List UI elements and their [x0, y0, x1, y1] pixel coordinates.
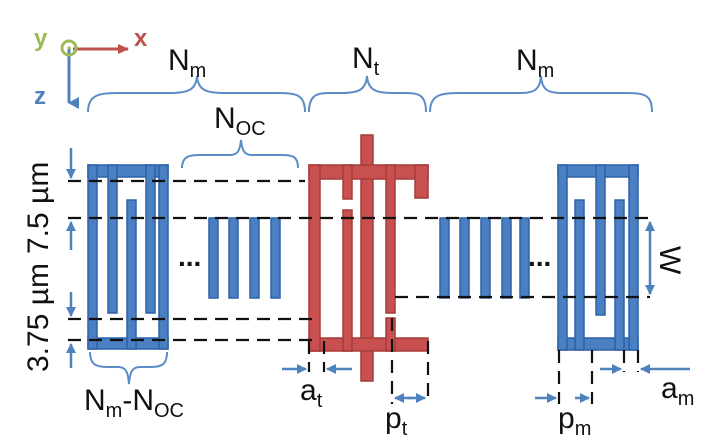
red-transducer: [308, 134, 429, 382]
left-comb-finger: [87, 164, 98, 350]
dim-bottom-label: 3.75 µm: [22, 263, 55, 372]
noc-finger: [228, 217, 239, 299]
brace-noc: [181, 139, 299, 169]
nt-label: Nt: [352, 42, 380, 80]
nm-noc-label: Nm-NOC: [84, 384, 184, 422]
noc-finger: [208, 217, 219, 299]
coordinate-axes: y x z: [34, 25, 148, 110]
ellipsis-right: ...: [528, 241, 551, 272]
brace-nt: [308, 75, 427, 113]
left-comb-finger: [158, 164, 169, 350]
transducer-finger: [342, 164, 353, 200]
right-finger: [501, 217, 512, 299]
axis-x-label: x: [134, 25, 148, 52]
transducer-center-bar: [360, 134, 374, 382]
transducer-bottom-busbar: [308, 337, 429, 352]
w-label: W: [653, 246, 686, 275]
pt-label: pt: [385, 402, 408, 437]
left-comb-finger: [126, 199, 137, 350]
right-floating-fingers: ...: [439, 217, 551, 299]
ellipsis-left: ...: [178, 241, 201, 272]
noc-fingers: ...: [178, 217, 281, 299]
left-comb-top-busbar: [87, 164, 169, 178]
dimension-labels: at pt pm am: [300, 372, 694, 437]
nm-left-label: Nm: [168, 44, 206, 82]
y-axis-dot: [67, 46, 71, 50]
right-finger: [439, 217, 450, 299]
transducer-finger: [385, 164, 396, 314]
vertical-dimensions: [66, 148, 655, 368]
transducer-finger: [342, 209, 353, 352]
noc-label: NOC: [214, 102, 266, 140]
dim-top-label: 7.5 µm: [22, 162, 55, 254]
noc-finger: [249, 217, 260, 299]
right-comb-finger: [614, 199, 625, 351]
right-comb-bottom-busbar: [557, 337, 639, 351]
left-comb-finger: [145, 164, 156, 314]
right-finger: [459, 217, 470, 299]
right-comb-finger: [557, 164, 568, 351]
y-axis-circle: [60, 39, 78, 57]
dashed-guides: [68, 179, 650, 404]
brace-nm-noc: [89, 351, 168, 385]
brace-labels: Nm Nt Nm NOC Nm-NOC: [84, 42, 554, 422]
brace-nm-left: [87, 75, 306, 113]
transducer-finger: [385, 317, 396, 352]
axis-y-label: y: [34, 25, 48, 52]
horizontal-dimensions: [282, 364, 690, 403]
nm-right-label: Nm: [516, 44, 554, 82]
right-finger: [480, 217, 491, 299]
right-comb-finger: [574, 199, 585, 351]
am-label: am: [661, 372, 694, 410]
right-comb-finger: [595, 164, 606, 316]
top-braces: [87, 75, 653, 385]
noc-finger: [270, 217, 281, 299]
left-comb-finger: [107, 164, 118, 314]
brace-nm-right: [429, 75, 653, 113]
right-comb-finger: [628, 164, 639, 351]
transducer-top-busbar: [308, 164, 429, 180]
left-blue-comb: [87, 164, 169, 350]
transducer-finger: [308, 164, 321, 352]
axis-z-label: z: [34, 83, 46, 110]
at-label: at: [300, 374, 323, 412]
transducer-finger: [414, 164, 429, 199]
right-blue-comb: [557, 164, 639, 351]
pm-label: pm: [558, 402, 591, 437]
